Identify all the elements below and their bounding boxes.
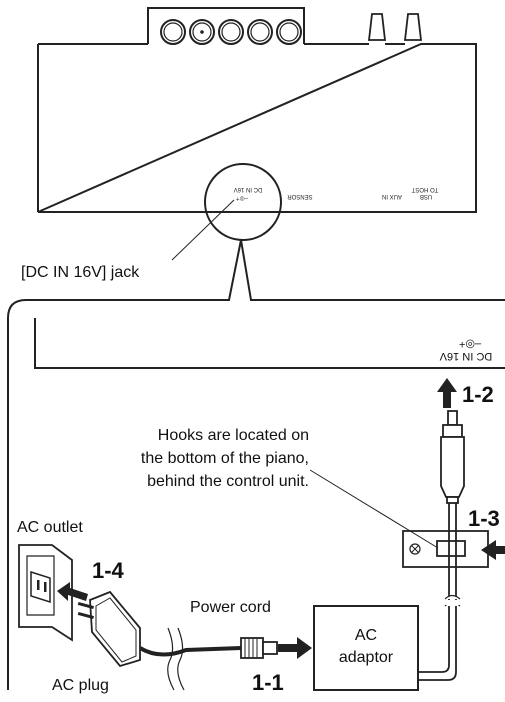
hook-bracket <box>402 530 489 568</box>
dc-jack-callout-circle <box>204 163 282 241</box>
ac-adaptor-box <box>313 605 419 691</box>
panel-to-host: TO HOST <box>411 186 438 192</box>
magnified-frame <box>7 239 505 690</box>
panel-polarity-small: –◎+ <box>235 195 248 201</box>
hooks-line-3: behind the control unit. <box>147 473 309 490</box>
panel-aux-in: AUX IN <box>382 193 402 199</box>
panel-sensor: SENSOR <box>287 193 313 199</box>
dc-cable <box>418 503 461 681</box>
step-1-4-label: 1-4 <box>92 558 125 583</box>
panel-usb: USB <box>420 193 432 199</box>
hooks-line-2: the bottom of the piano, <box>141 450 309 467</box>
iec-connector <box>240 637 278 659</box>
enlarged-dc-in-label: DC IN 16V <box>439 350 492 362</box>
step-1-3-label: 1-3 <box>468 506 500 531</box>
power-cord-label: Power cord <box>190 599 271 616</box>
dc-plug <box>440 410 465 504</box>
step-1-1-label: 1-1 <box>252 670 284 695</box>
ac-plug <box>77 590 141 668</box>
step-1-2-arrow <box>437 378 457 408</box>
ac-plug-label: AC plug <box>52 677 109 694</box>
hooks-leader-line <box>309 469 439 549</box>
hooks-line-1: Hooks are located on <box>158 427 309 444</box>
step-1-3-arrow <box>481 540 505 560</box>
dc-jack-label: [DC IN 16V] jack <box>21 264 140 281</box>
panel-dc-in-small: DC IN 16V <box>234 186 263 192</box>
enlarged-polarity: –◎+ <box>459 338 481 350</box>
piano-rear-panel: DC IN 16V –◎+ SENSOR AUX IN USB TO HOST <box>37 7 477 241</box>
ac-adaptor-label-1: AC <box>355 627 377 644</box>
power-cord <box>138 627 242 691</box>
step-1-4-arrow <box>57 582 88 601</box>
step-1-1-arrow <box>278 637 312 659</box>
dc-jack-leader-line <box>171 199 235 261</box>
step-1-2-label: 1-2 <box>462 382 494 407</box>
jack-circles <box>160 19 302 45</box>
ac-outlet <box>18 544 73 642</box>
enlarged-panel: –◎+ DC IN 16V <box>34 318 505 369</box>
ac-adaptor-label-2: adaptor <box>339 649 394 666</box>
knob-stubs <box>367 13 423 41</box>
ac-outlet-label: AC outlet <box>17 519 83 536</box>
